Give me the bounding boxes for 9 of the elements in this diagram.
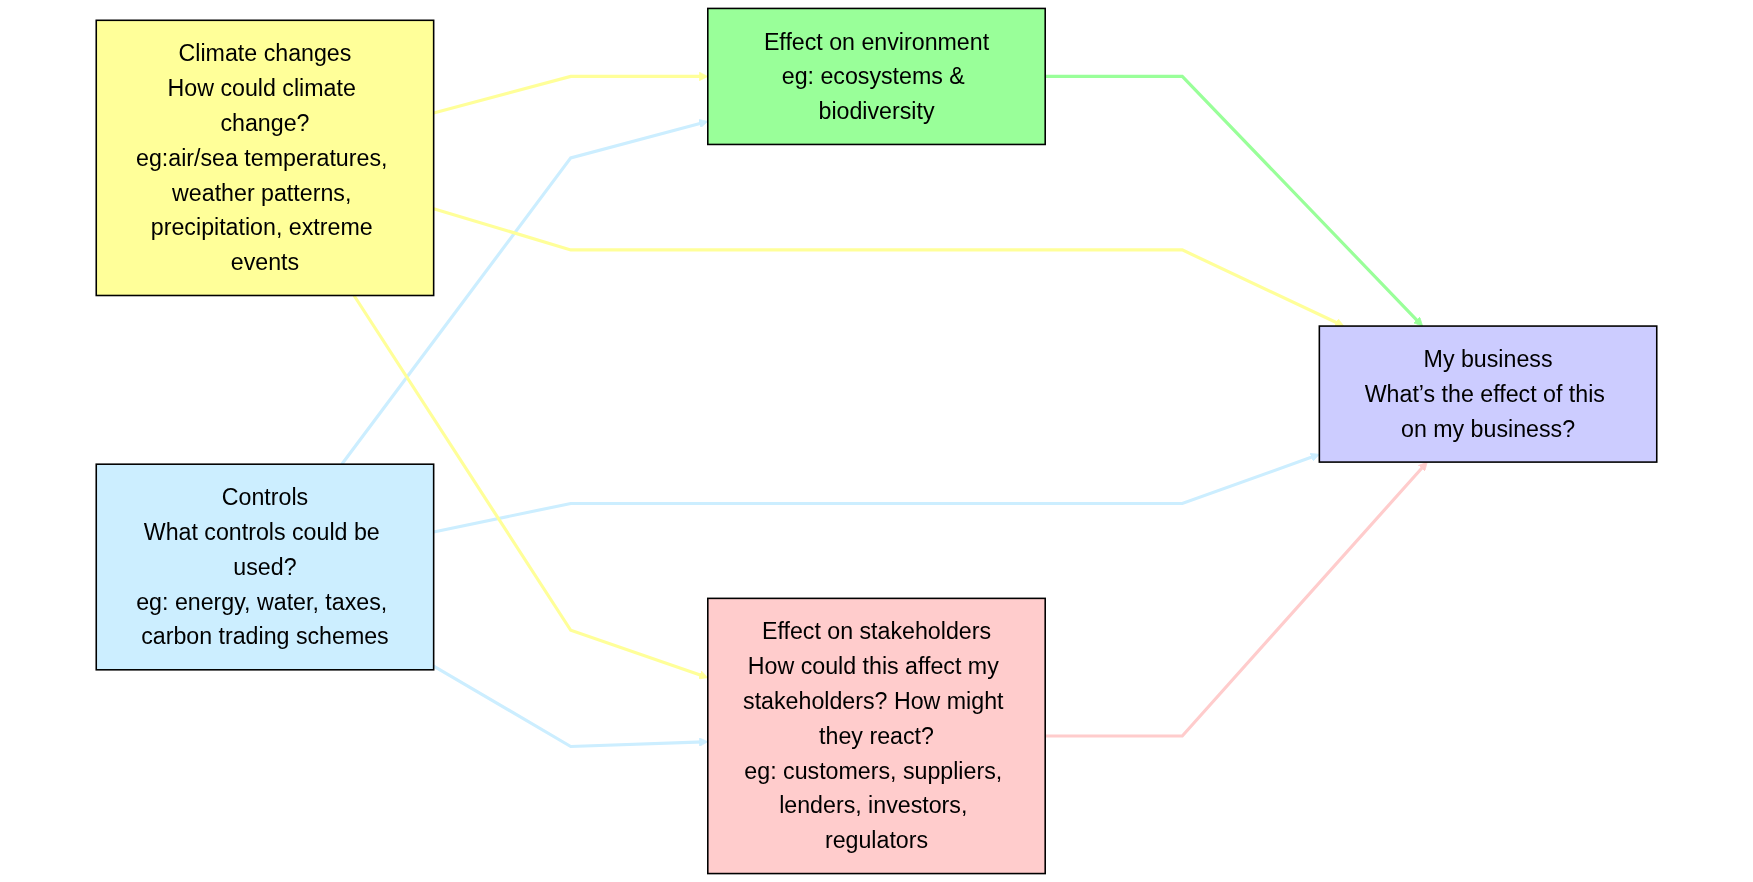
node-box: Climate changes How could climate change? eg:air/sea temperatures, weather patterns, precipitation, extreme events: [95, 19, 435, 297]
node-box: My business What’s the effect of this on my business?: [1318, 325, 1658, 463]
arrow: [1045, 461, 1428, 738]
arrow: [433, 452, 1320, 534]
node-box: Effect on environment eg: ecosystems & biodiversity: [707, 7, 1046, 146]
arrow: [433, 207, 1345, 327]
node-box: Effect on stakeholders How could this affect my stakeholders? How might they react? eg: customers, suppliers, lenders, investors, regulators: [707, 597, 1046, 875]
arrow: [1045, 74, 1423, 327]
node-box: Controls What controls could be used? eg: energy, water, taxes, carbon trading schemes: [95, 463, 435, 671]
